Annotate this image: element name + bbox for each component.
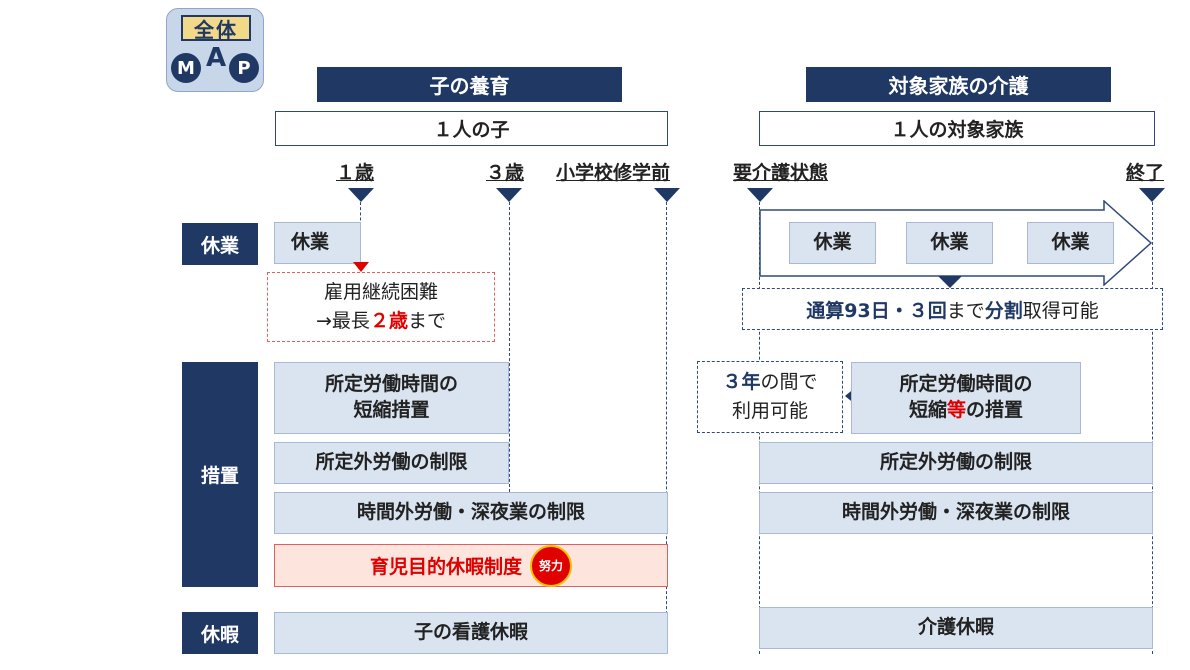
family-leave-block-3: 休業: [1027, 222, 1114, 264]
marker-age1-icon: [348, 188, 374, 202]
family-short-hours-post: の措置: [966, 399, 1024, 421]
childcare-leave-box: 育児目的休暇制度 努力: [274, 544, 668, 587]
child-leave-box: 休業: [274, 222, 361, 264]
family-short-hours-box: 所定労働時間の 短縮等の措置: [851, 362, 1081, 434]
marker-care-end-icon: [1139, 188, 1165, 202]
family-short-hours-line1: 所定労働時間の: [899, 373, 1033, 396]
logo-letter-m: M: [171, 53, 201, 83]
guide-age3: [509, 202, 510, 492]
child-night-limit-box: 時間外労働・深夜業の制限: [274, 492, 668, 534]
milestone-care-end: 終了: [1126, 162, 1165, 184]
three-years-suffix: の間で: [760, 370, 818, 393]
family-short-hours-pre: 短縮: [908, 399, 947, 421]
extension-prefix: →最長: [316, 310, 370, 332]
family-care-leave-box: 介護休暇: [759, 607, 1153, 649]
effort-badge: 努力: [530, 544, 572, 587]
red-pointer-icon: [353, 262, 369, 272]
family-short-hours-emphasis: 等: [946, 399, 966, 421]
milestone-care-start: 要介護状態: [733, 162, 829, 184]
child-nursing-leave-box: 子の看護休暇: [274, 612, 668, 654]
split-note-p3: まで: [946, 299, 985, 322]
family-overtime-limit-box: 所定外労働の制限: [759, 442, 1153, 484]
family-leave-block-2: 休業: [906, 222, 993, 264]
category-leave: 休業: [182, 223, 258, 265]
family-subtitle: １人の対象家族: [759, 111, 1155, 146]
milestone-school: 小学校修学前: [556, 162, 671, 184]
milestone-age3: ３歳: [486, 162, 525, 184]
category-vacation: 休暇: [182, 612, 258, 654]
family-leave-block-1: 休業: [789, 222, 876, 264]
extension-line2: →最長２歳まで: [316, 307, 446, 336]
split-note-pointer-icon: [938, 276, 962, 288]
family-section-title: 対象家族の介護: [806, 67, 1111, 102]
left-pointer-icon: [845, 387, 856, 405]
three-years-note: ３年の間で 利用可能: [697, 361, 843, 433]
split-note-p4: 分割: [984, 299, 1023, 322]
extension-suffix: まで: [407, 310, 446, 332]
child-subtitle: １人の子: [275, 111, 668, 146]
extension-emphasis: ２歳: [369, 310, 408, 332]
extension-line1: 雇用継続困難: [323, 280, 438, 303]
childcare-leave-label: 育児目的休暇制度: [369, 556, 522, 578]
guide-school: [666, 202, 667, 654]
split-note-p5: 取得可能: [1022, 299, 1099, 322]
child-short-hours-line2: 短縮措置: [353, 399, 430, 421]
logo-letter-p: P: [229, 53, 259, 83]
logo-letter-a: A: [205, 43, 227, 73]
three-years-line1: ３年の間で: [722, 368, 817, 397]
split-note-p2: 93日・３回: [844, 299, 947, 322]
split-note-p1: 通算: [806, 299, 845, 322]
marker-care-start-icon: [747, 188, 773, 202]
three-years-emphasis: ３年: [722, 370, 761, 393]
milestone-age1: １歳: [336, 162, 375, 184]
logo-kanji: 全体: [181, 15, 251, 42]
marker-age3-icon: [496, 188, 522, 202]
family-night-limit-box: 時間外労働・深夜業の制限: [759, 492, 1153, 534]
family-short-hours-line2: 短縮等の措置: [909, 398, 1023, 424]
child-overtime-limit-box: 所定外労働の制限: [274, 442, 509, 484]
extension-note: 雇用継続困難 →最長２歳まで: [267, 272, 495, 342]
child-short-hours-line1: 所定労働時間の: [324, 373, 458, 396]
category-measures: 措置: [182, 362, 258, 587]
map-logo: 全体 M A P: [166, 8, 264, 92]
three-years-line2: 利用可能: [731, 400, 808, 422]
marker-school-icon: [654, 188, 680, 202]
child-short-hours-box: 所定労働時間の 短縮措置: [274, 362, 509, 434]
guide-care-end: [1152, 202, 1153, 654]
child-section-title: 子の養育: [317, 67, 622, 102]
